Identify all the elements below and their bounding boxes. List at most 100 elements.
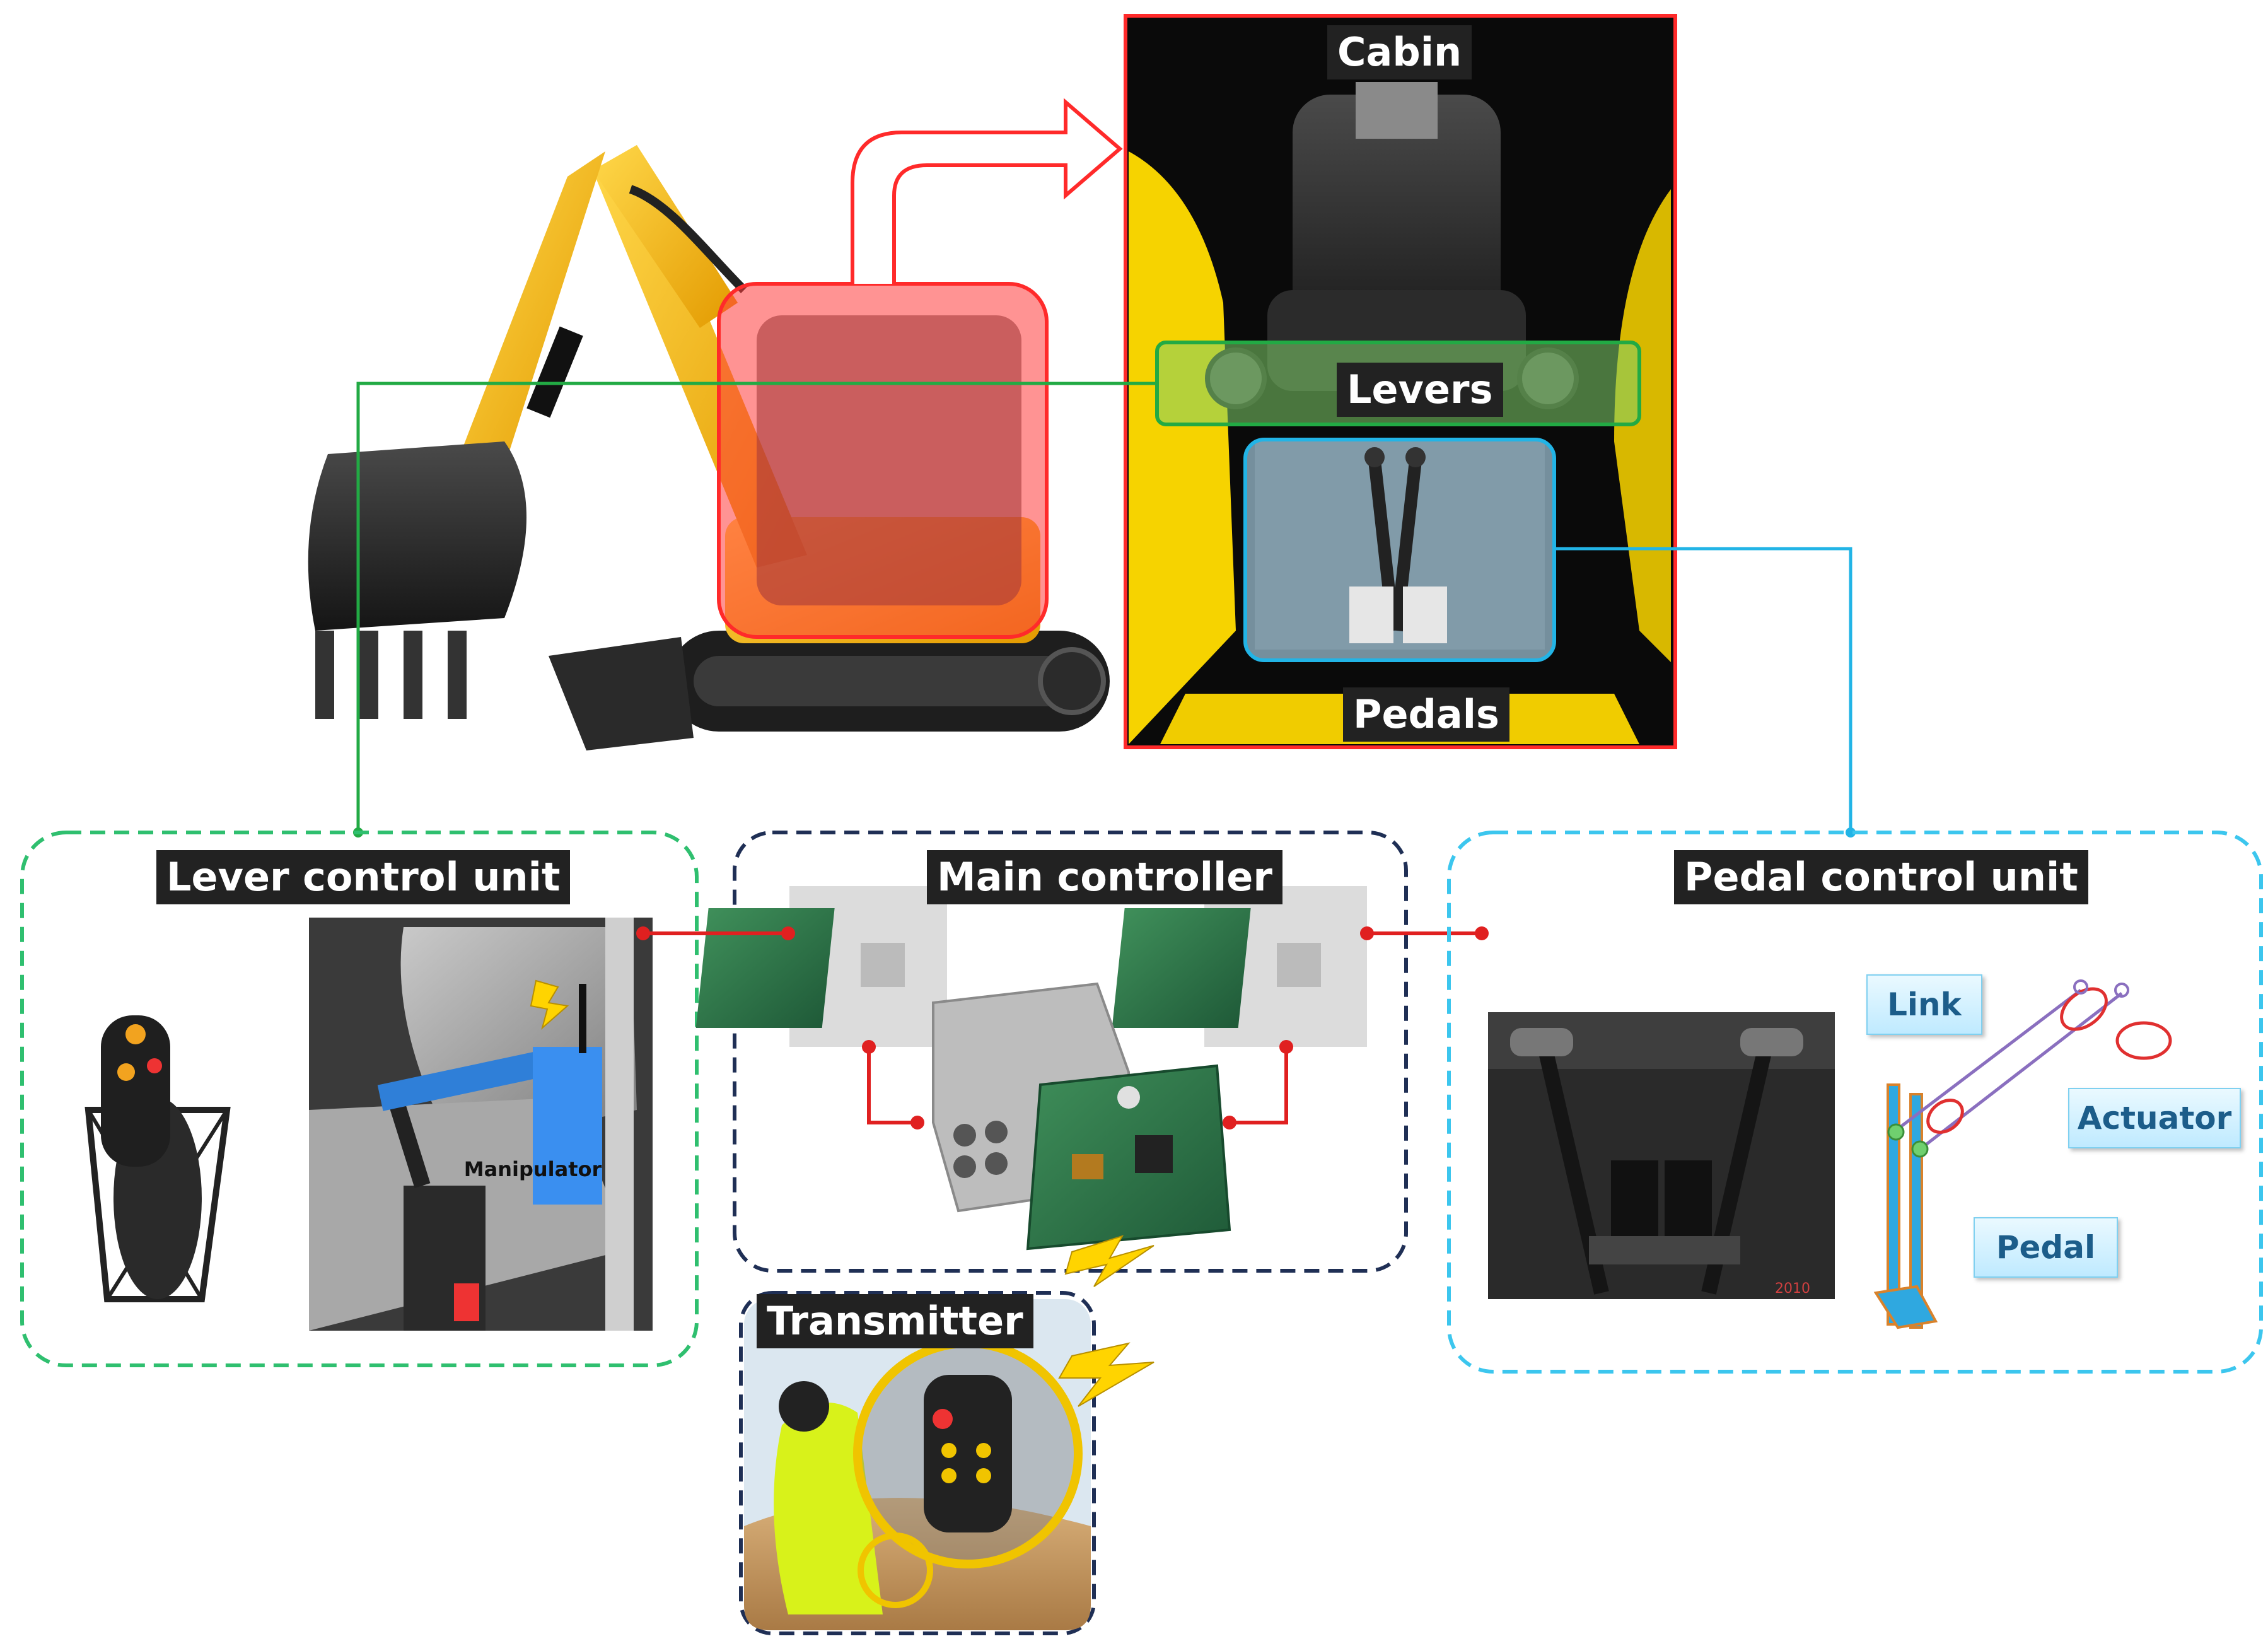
pedal-base: [1589, 1236, 1740, 1264]
cabin-arrow: [851, 98, 1123, 284]
transmitter-button: [976, 1468, 991, 1483]
bucket-tooth: [315, 631, 334, 719]
emergency-stop: [933, 1409, 953, 1429]
wire-pcb-left-to-box: [867, 1047, 917, 1124]
controller-box-icon: [932, 982, 1231, 1251]
main-pcb: [1026, 1064, 1231, 1251]
cabin-yellow-panel: [1129, 151, 1236, 744]
actuator-cylinder: [2060, 987, 2108, 1031]
transmitter-button: [941, 1443, 957, 1458]
wire-node: [1475, 926, 1489, 940]
circuit-board-icon: [695, 886, 947, 1047]
worker-helmet: [779, 1381, 829, 1432]
pcb-right: [1112, 908, 1251, 1028]
joystick-button: [125, 1024, 146, 1044]
connection-wires: [636, 926, 1489, 1129]
circuit-board-icon: [1112, 886, 1367, 1047]
transmitter-photo: [744, 1299, 1091, 1630]
lever-grip: [1364, 447, 1385, 467]
pedal-photo-mark: 2010: [1775, 1281, 1810, 1297]
wire-node: [1360, 926, 1374, 940]
wire-node: [636, 926, 650, 940]
manipulator-antenna: [579, 984, 586, 1053]
link-rod: [1921, 992, 2123, 1149]
levers-label: Levers: [1337, 363, 1503, 417]
transmitter-box: [739, 1291, 1096, 1635]
linkage-schematic: [1873, 979, 2172, 1329]
wire-node: [1279, 1040, 1293, 1054]
pedal-link-dot: [1846, 827, 1856, 838]
cabin-yellow-panel-right: [1614, 189, 1671, 662]
lever-handle: [1510, 1028, 1573, 1056]
connector-port: [985, 1152, 1008, 1175]
actuator-cylinder: [1926, 1099, 1964, 1134]
joystick-button: [117, 1063, 135, 1081]
manipulator-photo: [309, 918, 653, 1331]
lever-unit-box: [20, 831, 699, 1367]
pcb-chip: [1072, 1154, 1103, 1179]
joystick-image: [84, 1015, 231, 1302]
foot-pedal: [1611, 1160, 1658, 1242]
lever-handle: [1740, 1028, 1803, 1056]
lever-grip: [1405, 447, 1426, 467]
pcb-right-heatsink: [1277, 943, 1321, 987]
lightning-icon: [530, 979, 569, 1030]
rod-end: [2073, 979, 2088, 995]
pcb-left-heatsink: [861, 943, 905, 987]
lightning-icon: [1064, 1235, 1154, 1287]
excavator-boom-upper: [593, 145, 738, 328]
transmitter-device: [924, 1375, 1012, 1532]
seat-headrest-blur: [1356, 82, 1438, 139]
main-controller-label: Main controller: [927, 850, 1282, 904]
wire-node: [781, 926, 795, 940]
actuator-cylinder: [2115, 1021, 2172, 1060]
pedal-control-unit-label: Pedal control unit: [1674, 850, 2088, 904]
lever-link-line: [356, 382, 1159, 832]
lever-control-unit-label: Lever control unit: [156, 850, 571, 904]
rod-end: [2114, 983, 2129, 998]
manipulator-actuator: [533, 1047, 602, 1205]
excavator-bucket: [308, 441, 526, 631]
boom-decal: [526, 326, 583, 418]
pivot-joint: [1911, 1140, 1929, 1158]
small-zoom-ring: [858, 1532, 933, 1608]
pedal-pad: [1349, 587, 1393, 643]
pedal-unit-box: [1447, 831, 2263, 1374]
dozer-blade: [549, 637, 694, 750]
hydraulic-hose: [629, 185, 747, 293]
window-pillar: [605, 918, 634, 1331]
manipulator-arm: [377, 1047, 562, 1111]
lightning-icon: [1058, 1342, 1154, 1407]
joystick-handle: [101, 1015, 170, 1167]
connector-port: [985, 1121, 1008, 1143]
cabin-highlight: [717, 282, 1049, 639]
pedal-link-line: [1554, 547, 1852, 832]
excavator-arm: [460, 151, 605, 467]
wire-node: [910, 1116, 924, 1129]
excavator-track-inner: [694, 656, 1085, 706]
manipulator-label: Manipulator: [464, 1157, 602, 1181]
wire-node: [862, 1040, 876, 1054]
pcb-chip: [1135, 1135, 1173, 1173]
connector-port: [953, 1124, 976, 1147]
bucket-tooth: [359, 631, 378, 719]
connector-port: [953, 1155, 976, 1178]
link-rod: [1897, 989, 2082, 1130]
pcb-fan: [1117, 1086, 1140, 1109]
pedal-bar: [1887, 1083, 1900, 1326]
pedal-tag: Pedal: [1974, 1217, 2118, 1278]
pedal-pad: [1403, 587, 1447, 643]
bucket-tooth: [448, 631, 467, 719]
wire-box-to-pcb-right: [1230, 1047, 1288, 1124]
pedal-foot: [1873, 1285, 1938, 1329]
foot-pedal: [1665, 1160, 1712, 1242]
pivot-joint: [1887, 1123, 1905, 1141]
link-tag: Link: [1866, 974, 1982, 1035]
track-wheel: [1038, 647, 1106, 715]
cabin-label: Cabin: [1327, 25, 1472, 79]
wire-node: [1223, 1116, 1236, 1129]
transmitter-button: [976, 1443, 991, 1458]
transmitter-label: Transmitter: [757, 1294, 1033, 1348]
excavator-image: [308, 145, 1110, 750]
